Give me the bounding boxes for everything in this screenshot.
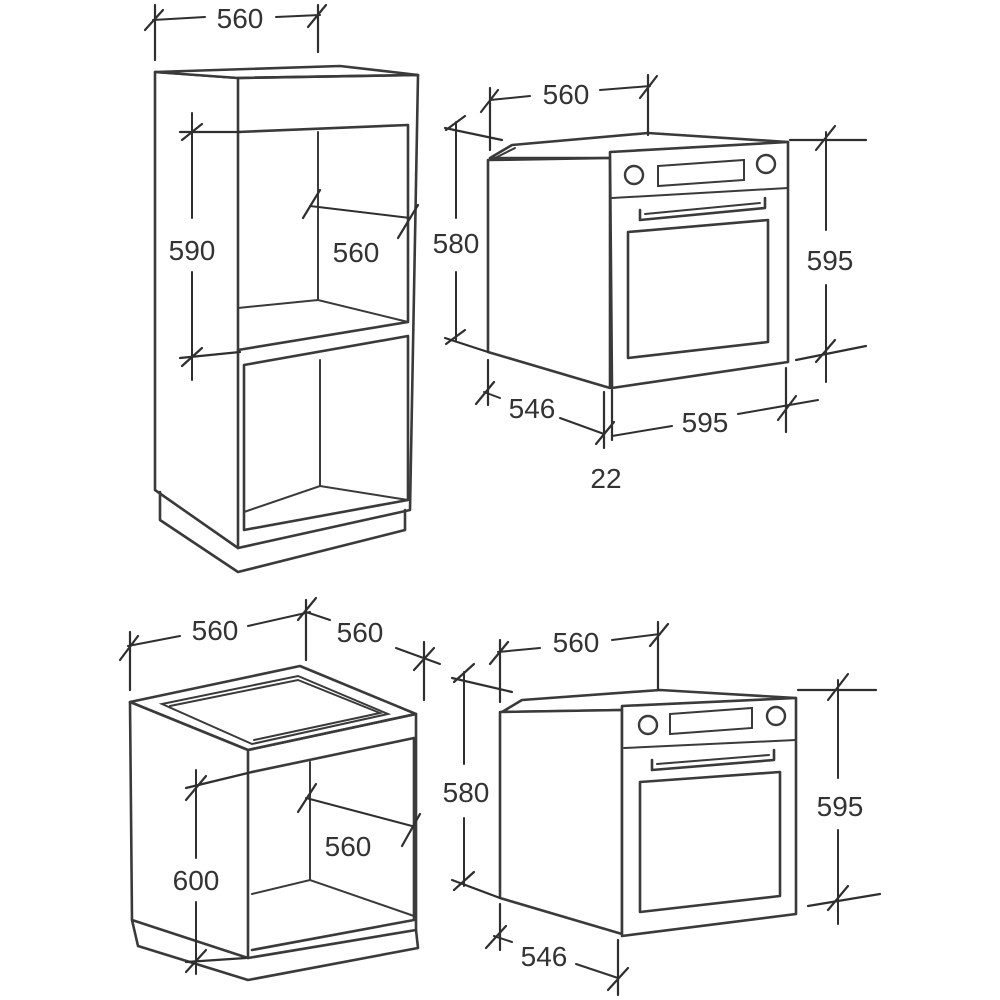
dim-oven-bottom-width — [488, 620, 670, 704]
knob-icon — [637, 714, 659, 736]
oven-top — [486, 131, 790, 390]
dim-under-niche-depth — [296, 782, 422, 848]
label-oven-top-overall-width: 595 — [682, 407, 729, 438]
label-under-niche-depth: 560 — [325, 831, 372, 862]
under-counter-cabinet — [128, 664, 420, 982]
label-tall-niche-depth: 560 — [333, 237, 380, 268]
label-oven-top-depth: 546 — [509, 393, 556, 424]
dim-oven-bottom-front-height — [796, 672, 882, 925]
label-oven-bottom-width: 560 — [553, 627, 600, 658]
dim-oven-top-side-height — [443, 114, 504, 354]
label-tall-width: 560 — [217, 3, 264, 34]
oven-bottom — [498, 688, 798, 938]
dim-oven-bottom-depth — [484, 902, 630, 997]
label-oven-top-panel-offset: 22 — [590, 463, 621, 494]
dim-under-niche-height — [184, 769, 254, 975]
dim-oven-top-overall-width — [610, 366, 819, 442]
dim-oven-top-front-height — [788, 124, 868, 383]
label-under-width: 560 — [192, 615, 239, 646]
label-tall-niche-height: 590 — [169, 235, 216, 266]
label-oven-top-width: 560 — [543, 79, 590, 110]
label-oven-top-side-height: 580 — [433, 228, 480, 259]
dim-tall-niche-depth — [301, 188, 420, 240]
dim-under-depth — [305, 611, 441, 702]
dim-tall-niche-height — [178, 112, 242, 381]
dim-tall-width — [143, 3, 328, 62]
tall-housing-cabinet — [153, 64, 420, 574]
knob-icon — [765, 705, 787, 727]
knob-icon — [623, 164, 645, 186]
label-under-depth: 560 — [337, 617, 384, 648]
label-oven-bottom-front-height: 595 — [817, 791, 864, 822]
dim-oven-top-width — [479, 73, 659, 152]
label-oven-bottom-depth: 546 — [521, 941, 568, 972]
dim-oven-bottom-side-height — [450, 662, 514, 900]
label-under-niche-height: 600 — [173, 865, 220, 896]
label-oven-bottom-side-height: 580 — [443, 777, 490, 808]
label-oven-top-front-height: 595 — [807, 245, 854, 276]
dim-under-width — [118, 596, 318, 692]
knob-icon — [755, 153, 777, 175]
dim-oven-top-depth — [474, 358, 616, 450]
